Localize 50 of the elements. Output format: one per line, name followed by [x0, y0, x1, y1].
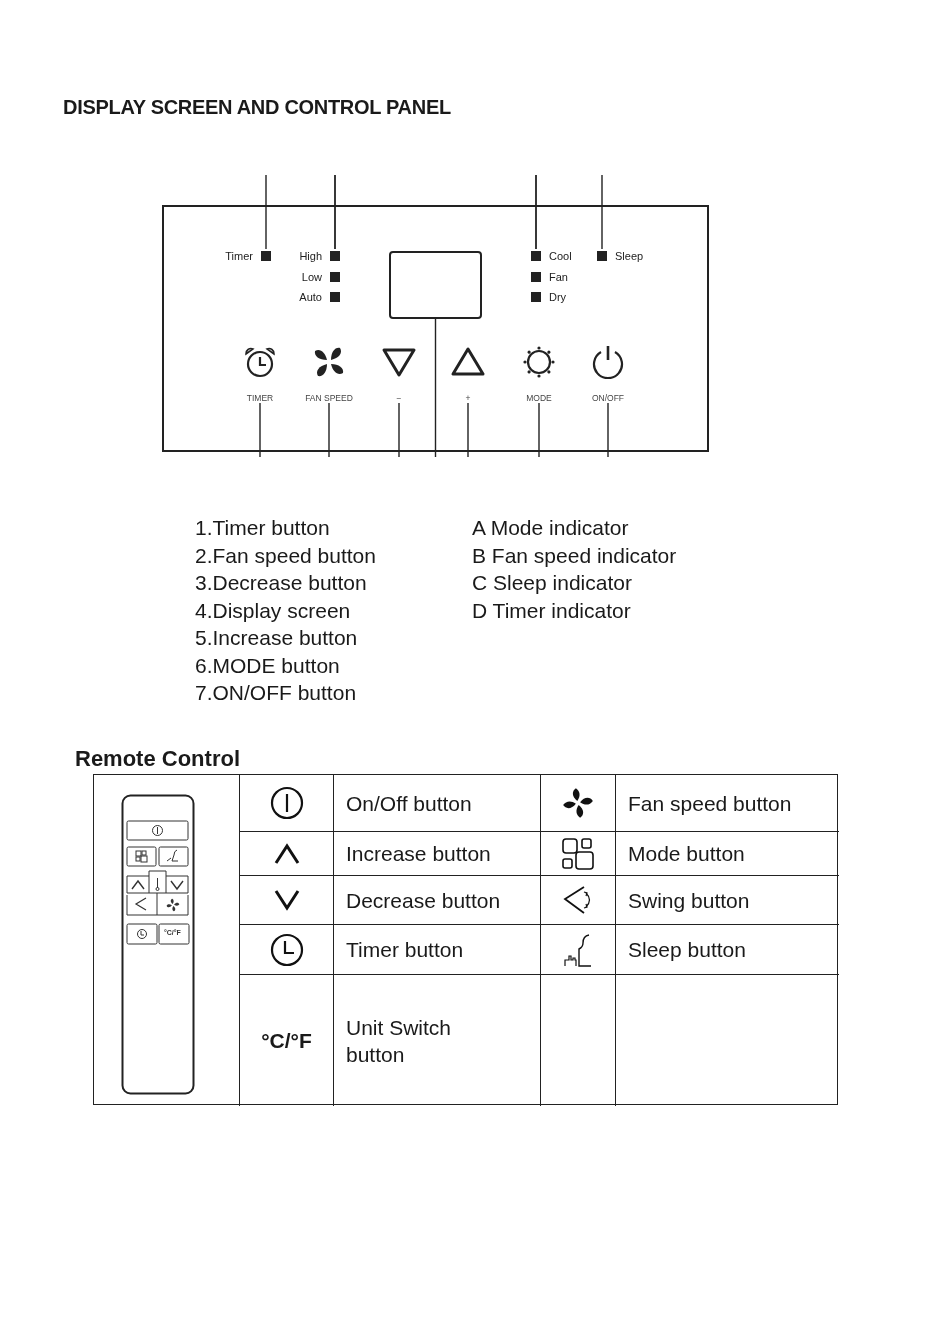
indicator-label: Sleep	[615, 249, 644, 263]
indicator-label: Low	[301, 270, 322, 284]
button-description: Unit Switch button	[346, 1014, 453, 1068]
leader-line	[259, 402, 261, 458]
leader-line	[328, 402, 330, 458]
display-screen	[389, 251, 482, 319]
leader-line	[538, 402, 540, 458]
button-label: TIMER	[246, 393, 274, 403]
legend-item: 5.Increase button	[195, 625, 358, 651]
button-description: Increase button	[346, 841, 491, 867]
legend-item: 7.ON/OFF button	[195, 680, 357, 706]
button-label: ON/OFF	[591, 393, 625, 403]
section-heading: Remote Control	[75, 746, 240, 772]
section-heading: DISPLAY SCREEN AND CONTROL PANEL	[63, 96, 451, 119]
unit-symbol: °C/°F	[261, 1028, 312, 1053]
button-description: Timer button	[346, 937, 464, 963]
button-description: Decrease button	[346, 887, 501, 914]
button-description: Fan speed button	[628, 790, 792, 817]
legend-item: 2.Fan speed button	[195, 542, 376, 569]
legend-item: D Timer indicator	[472, 597, 631, 624]
button-description: On/Off button	[346, 790, 472, 817]
leader-line	[334, 174, 336, 250]
button-description: Swing button	[628, 887, 750, 914]
legend-item: 6.MODE button	[195, 652, 340, 679]
button-description: Sleep button	[628, 937, 746, 963]
leader-line	[467, 402, 469, 458]
legend-item: 4.Display screen	[195, 597, 351, 624]
indicator-label: Timer	[225, 249, 253, 263]
button-label: −	[396, 393, 402, 403]
button-label: +	[465, 393, 471, 403]
indicator-label: Fan	[549, 270, 568, 284]
indicator-label: Dry	[549, 290, 567, 304]
button-label: MODE	[526, 393, 552, 403]
indicator-label: Cool	[549, 249, 572, 263]
button-description: Mode button	[628, 841, 745, 867]
leader-line	[535, 174, 537, 250]
legend-item: B Fan speed indicator	[472, 542, 677, 569]
legend-item: C Sleep indicator	[472, 570, 632, 596]
legend-item: 1.Timer button	[195, 515, 330, 541]
legend-item: 3.Decrease button	[195, 570, 367, 596]
leader-line	[601, 174, 603, 250]
indicator-label: High	[299, 249, 322, 263]
indicator-label: Auto	[299, 290, 322, 304]
leader-line	[398, 402, 400, 458]
leader-line	[607, 402, 609, 458]
leader-line	[265, 174, 267, 250]
control-panel	[162, 205, 709, 452]
legend-item: A Mode indicator	[472, 515, 629, 541]
leader-line	[434, 318, 437, 458]
button-label: FAN SPEED	[305, 393, 353, 403]
